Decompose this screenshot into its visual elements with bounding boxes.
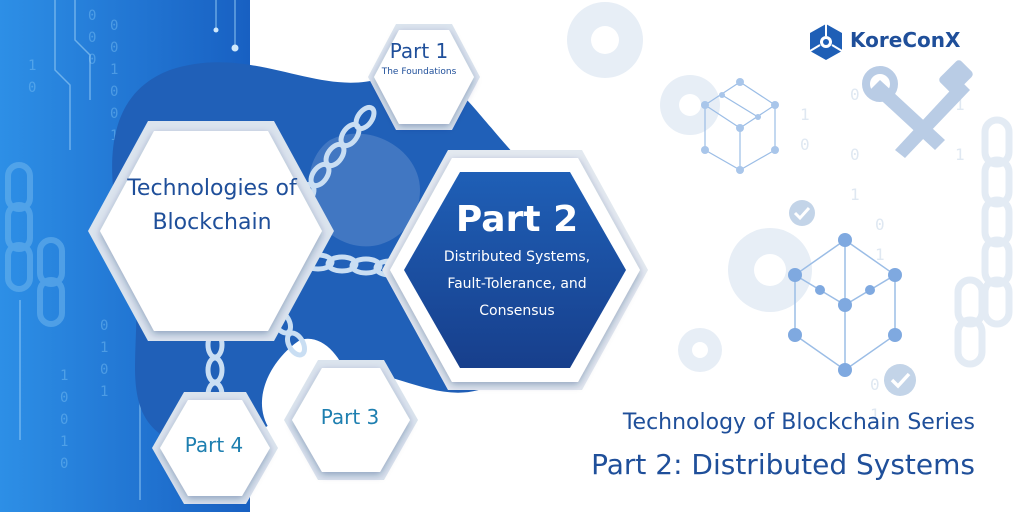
hexagon-part1-text: Part 1 The Foundations: [364, 38, 474, 80]
svg-text:1: 1: [110, 128, 118, 144]
svg-text:0: 0: [100, 362, 108, 378]
svg-text:0: 0: [850, 145, 860, 164]
svg-text:1: 1: [875, 245, 885, 264]
svg-text:0: 0: [88, 30, 96, 46]
svg-text:0: 0: [60, 456, 68, 472]
svg-text:1: 1: [850, 185, 860, 204]
part2-title: Part 2: [455, 199, 579, 240]
hexagon-part3: [292, 368, 410, 472]
svg-text:1: 1: [800, 105, 810, 124]
circuit-node: [231, 44, 239, 52]
hexagon-main: [100, 131, 322, 331]
svg-text:1: 1: [60, 434, 68, 450]
part3-title: Part 3: [320, 405, 380, 429]
svg-text:0: 0: [110, 84, 118, 100]
tools-icon: [862, 60, 973, 158]
svg-text:0: 0: [60, 412, 68, 428]
network-cube-icon: [788, 233, 902, 377]
chain-decoration-right: [954, 116, 1013, 368]
svg-text:1: 1: [28, 58, 36, 74]
hexagon-part2-text: Part 2 Distributed Systems, Fault-Tolera…: [410, 196, 624, 325]
svg-text:1: 1: [100, 340, 108, 356]
circuit-node: [213, 27, 219, 33]
svg-text:1: 1: [110, 62, 118, 78]
svg-text:1: 1: [870, 405, 880, 424]
svg-text:0: 0: [850, 85, 860, 104]
check-icon: [789, 200, 916, 396]
svg-text:1: 1: [100, 384, 108, 400]
svg-text:0: 0: [88, 8, 96, 24]
hexagon-part2: [404, 172, 626, 368]
svg-text:0: 0: [28, 80, 36, 96]
binary-decoration-left: 000 001 001 10 100 10 010 1: [28, 8, 118, 472]
series-title-block: Technology of Blockchain Series Part 2: …: [440, 403, 975, 487]
chain-decoration-left: [5, 162, 65, 327]
svg-text:0: 0: [870, 375, 880, 394]
svg-text:0: 0: [800, 135, 810, 154]
svg-text:0: 0: [110, 106, 118, 122]
gear-hole: [591, 26, 786, 358]
svg-text:0: 0: [60, 390, 68, 406]
koreconx-logo-icon: [809, 24, 843, 60]
svg-text:0: 0: [110, 18, 118, 34]
part1-subtitle: The Foundations: [381, 67, 457, 77]
brand-name: KoreConX: [850, 28, 961, 52]
hexagon-part1: [374, 30, 474, 124]
svg-text:1: 1: [955, 95, 965, 114]
hexagon-part4: [160, 400, 270, 496]
svg-text:0: 0: [100, 318, 108, 334]
hexagon-main-label: Technologies of Blockchain: [127, 176, 297, 235]
svg-text:1: 1: [60, 368, 68, 384]
part4-title: Part 4: [184, 433, 244, 457]
binary-decoration-right: 001 01 11 10 01: [800, 85, 965, 424]
part1-title: Part 1: [389, 39, 449, 63]
series-title: Technology of Blockchain Series: [622, 410, 975, 435]
svg-text:0: 0: [88, 52, 96, 68]
headline-title: Part 2: Distributed Systems: [591, 448, 975, 481]
part2-subtitle: Distributed Systems, Fault-Tolerance, an…: [443, 249, 591, 319]
network-icon: [701, 78, 779, 174]
svg-text:0: 0: [110, 40, 118, 56]
brand-logo[interactable]: KoreConX: [806, 21, 986, 61]
svg-text:1: 1: [955, 145, 965, 164]
svg-text:0: 0: [875, 215, 885, 234]
